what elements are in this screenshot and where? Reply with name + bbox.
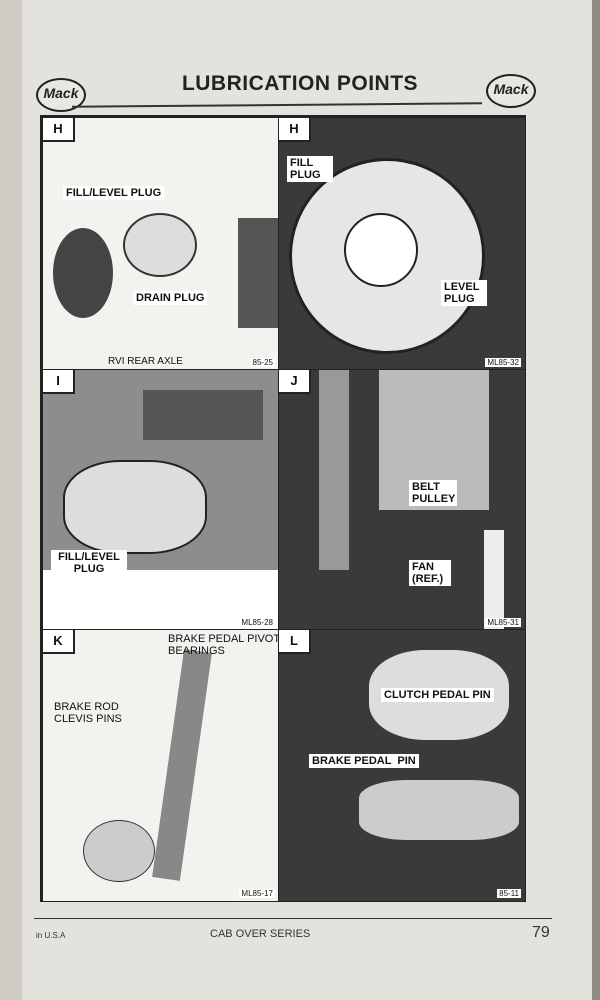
panel-letter: K <box>43 630 75 654</box>
mack-logo-right: Mack <box>486 74 536 108</box>
panel-k: K BRAKE PEDAL PIVOT BEARINGS BRAKE ROD C… <box>42 629 280 902</box>
pedal-boot-illustration <box>83 820 155 882</box>
figure-code: ML85-28 <box>239 618 275 627</box>
tire-illustration <box>238 218 278 328</box>
callout-brake-pedal-pivot-bearings: BRAKE PEDAL PIVOT BEARINGS <box>168 633 280 657</box>
brake-pedal-rod-illustration <box>152 649 212 881</box>
footer-left: in U.S.A <box>36 931 66 940</box>
panel-j: J BELT PULLEY FAN (REF.) ML85-31 <box>278 369 526 631</box>
panel-letter: H <box>279 118 311 142</box>
figure-code: 85-25 <box>250 358 275 367</box>
figure-code: ML85-31 <box>485 618 521 627</box>
hub-illustration <box>344 213 418 287</box>
illustration-grid: H FILL/LEVEL PLUG DRAIN PLUG RVI REAR AX… <box>40 115 526 902</box>
figure-code: ML85-17 <box>239 889 275 898</box>
brake-housing-illustration <box>359 780 519 840</box>
callout-fan-ref: FAN (REF.) <box>409 560 451 586</box>
page-number: 79 <box>532 924 550 941</box>
panel-letter: H <box>43 118 75 142</box>
callout-fill-level-plug: FILL/LEVEL PLUG <box>63 186 165 200</box>
panel-letter: J <box>279 370 311 394</box>
panel-caption: RVI REAR AXLE <box>108 356 183 367</box>
leaf-spring-illustration <box>143 390 263 440</box>
footer-rule <box>34 918 552 919</box>
engine-mount-illustration <box>319 370 349 570</box>
brake-assembly-illustration <box>63 460 207 554</box>
panel-letter: I <box>43 370 75 394</box>
callout-clutch-pedal-pin: CLUTCH PEDAL PIN <box>381 688 494 702</box>
callout-fill-plug: FILL PLUG <box>287 156 333 182</box>
callout-brake-pedal-pin: BRAKE PEDAL PIN <box>309 754 419 768</box>
callout-brake-rod-clevis-pins: BRAKE ROD CLEVIS PINS <box>54 701 122 725</box>
figure-code: 85-11 <box>497 889 521 898</box>
panel-h-rear-axle: H FILL/LEVEL PLUG DRAIN PLUG RVI REAR AX… <box>42 117 280 371</box>
footer-series: CAB OVER SERIES <box>210 928 311 940</box>
callout-level-plug: LEVEL PLUG <box>441 280 487 306</box>
panel-h-wheel-hub: H FILL PLUG LEVEL PLUG ML85-32 <box>278 117 526 371</box>
panel-letter: L <box>279 630 311 654</box>
callout-fill-level-plug: FILL/LEVEL PLUG <box>51 550 127 576</box>
callout-belt-pulley: BELT PULLEY <box>409 480 457 506</box>
fan-blade-illustration <box>484 530 504 630</box>
panel-i: I FILL/LEVEL PLUG ML85-28 <box>42 369 280 631</box>
figure-code: ML85-32 <box>485 358 521 367</box>
page-title: LUBRICATION POINTS <box>181 72 419 95</box>
panel-l: L CLUTCH PEDAL PIN BRAKE PEDAL PIN 85-11 <box>278 629 526 902</box>
differential-illustration <box>123 213 197 277</box>
callout-drain-plug: DRAIN PLUG <box>133 291 208 305</box>
tire-illustration <box>53 228 113 318</box>
